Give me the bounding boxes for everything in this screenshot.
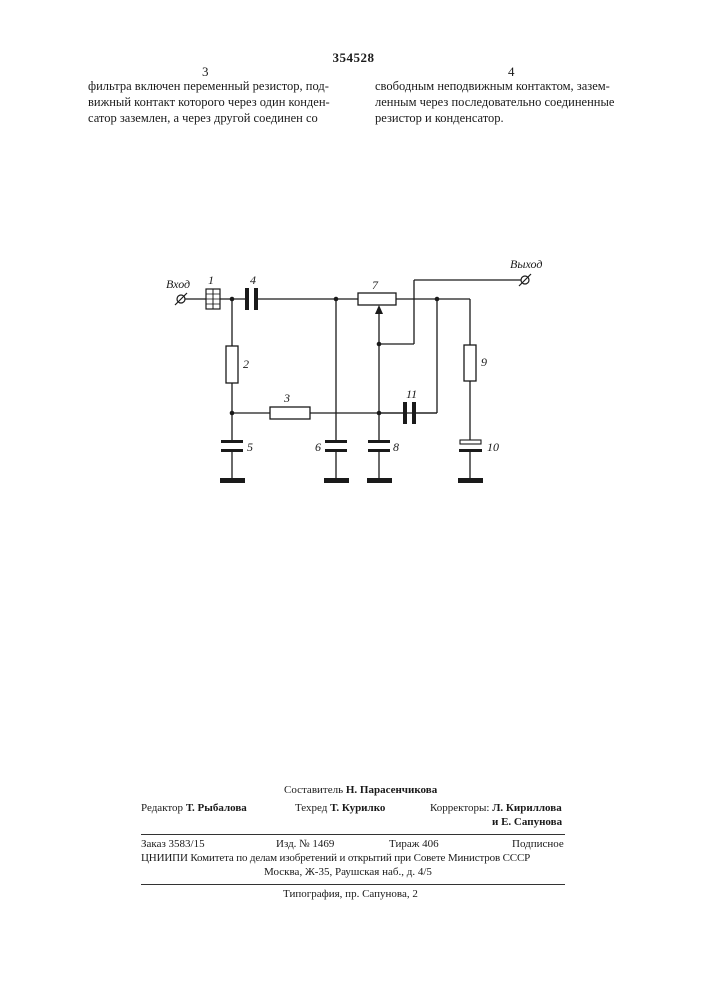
- institute: ЦНИИПИ Комитета по делам изобретений и о…: [141, 852, 530, 864]
- composer-line: Составитель Н. Парасенчикова: [284, 784, 437, 796]
- edition-number: Изд. № 1469: [276, 838, 334, 850]
- resistor-2-icon: [226, 346, 238, 383]
- ground-icon: [367, 478, 392, 483]
- editor-name: Т. Рыбалова: [186, 802, 247, 814]
- corrector-2: Е. Сапунова: [501, 816, 562, 828]
- label-2: 2: [243, 357, 249, 371]
- composer-name: Н. Парасенчикова: [346, 784, 437, 796]
- input-label: Вход: [166, 277, 190, 291]
- capacitor-8-icon: [368, 440, 390, 452]
- input-terminal-icon[interactable]: [175, 293, 187, 305]
- ground-icon: [458, 478, 483, 483]
- component-1-icon: [206, 289, 220, 309]
- output-label: Выход: [510, 257, 542, 271]
- techred-label: Техред: [295, 802, 327, 814]
- print-run: Тираж 406: [389, 838, 439, 850]
- ground-icon: [324, 478, 349, 483]
- order-number: Заказ 3583/15: [141, 838, 205, 850]
- output-terminal-icon[interactable]: [519, 274, 531, 286]
- label-5: 5: [247, 440, 253, 454]
- label-1: 1: [208, 273, 214, 287]
- composer-label: Составитель: [284, 784, 343, 796]
- label-11: 11: [406, 387, 417, 401]
- potentiometer-7-icon: [358, 293, 396, 314]
- subscription: Подписное: [512, 838, 564, 850]
- label-7: 7: [372, 278, 379, 292]
- label-8: 8: [393, 440, 399, 454]
- capacitor-6-icon: [325, 440, 347, 452]
- techred-line: Техред Т. Курилко: [295, 802, 385, 814]
- correctors-line: Корректоры: Л. Кириллова: [430, 802, 562, 814]
- resistor-9-icon: [464, 345, 476, 381]
- capacitor-10-icon: [459, 440, 482, 452]
- editor-line: Редактор Т. Рыбалова: [141, 802, 247, 814]
- ground-icons: [220, 478, 483, 483]
- label-9: 9: [481, 355, 487, 369]
- footer-rule-bottom: [141, 884, 565, 885]
- corrector-2-line: и Е. Сапунова: [492, 816, 562, 828]
- ground-icon: [220, 478, 245, 483]
- corrector-1: Л. Кириллова: [492, 802, 561, 814]
- label-6: 6: [315, 440, 321, 454]
- correctors-label: Корректоры:: [430, 802, 489, 814]
- capacitor-5-icon: [221, 440, 243, 452]
- resistor-3-icon: [270, 407, 310, 419]
- footer-rule-top: [141, 834, 565, 835]
- label-3: 3: [283, 391, 290, 405]
- editor-label: Редактор: [141, 802, 183, 814]
- techred-name: Т. Курилко: [330, 802, 385, 814]
- printing-house: Типография, пр. Сапунова, 2: [283, 888, 418, 900]
- address: Москва, Ж-35, Раушская наб., д. 4/5: [264, 866, 432, 878]
- capacitor-4-icon: [245, 288, 258, 310]
- label-4: 4: [250, 273, 256, 287]
- corrector-2-prefix: и: [492, 816, 498, 828]
- label-10: 10: [487, 440, 499, 454]
